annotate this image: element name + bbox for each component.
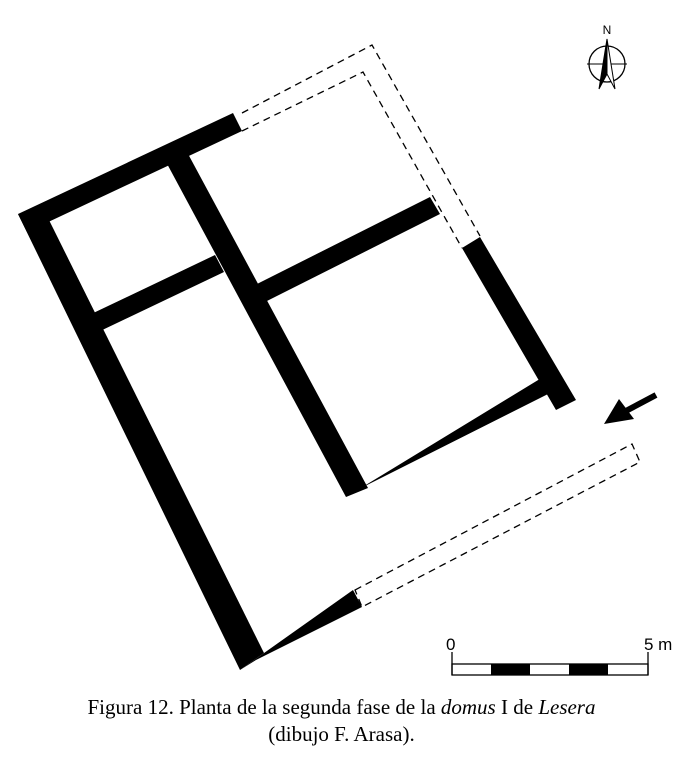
entrance-arrow-icon <box>604 392 658 424</box>
wall-bottom-south <box>240 590 362 670</box>
wall-inner-bottom <box>346 374 556 497</box>
wall-central-divider <box>245 197 440 307</box>
wall-top-north <box>18 113 242 232</box>
scale-zero-label: 0 <box>446 635 455 654</box>
caption-middle: I de <box>495 695 539 719</box>
wall-west-room-divider <box>87 255 224 333</box>
caption-line-2: (dibujo F. Arasa). <box>268 722 415 746</box>
north-arrow-icon: N <box>587 23 627 90</box>
caption-italic-domus: domus <box>440 695 496 719</box>
dashed-wall-north-inner <box>241 71 463 249</box>
north-label: N <box>603 23 612 37</box>
caption-prefix: Figura 12. Planta de la segunda fase de … <box>87 695 441 719</box>
caption-italic-lesera: Lesera <box>538 695 596 719</box>
scale-end-label: 5 m <box>644 635 672 654</box>
scale-bar: 0 5 m <box>446 635 672 676</box>
dashed-wall-north-outer <box>241 44 481 237</box>
caption-line-1: Figura 12. Planta de la segunda fase de … <box>0 694 683 721</box>
dashed-walls <box>241 44 641 608</box>
walls <box>18 113 576 670</box>
wall-west <box>18 214 264 670</box>
wall-central-diagonal <box>165 152 368 497</box>
figure-caption: Figura 12. Planta de la segunda fase de … <box>0 694 683 748</box>
wall-east <box>462 237 576 410</box>
dashed-wall-south <box>354 443 641 608</box>
